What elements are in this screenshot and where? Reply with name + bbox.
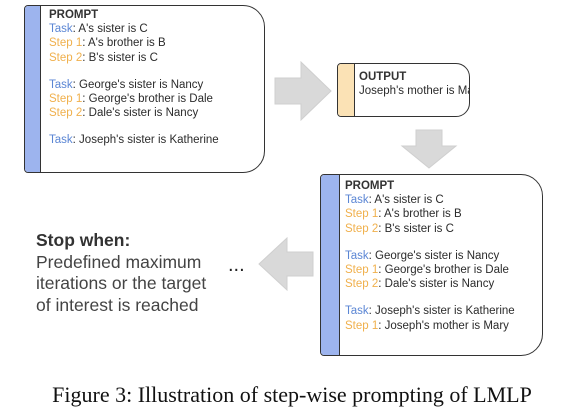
line-text: : Dale's sister is Nancy [82,107,199,120]
line-text: : A's sister is C [368,194,444,207]
step-line: Step 1: A's brother is B [49,36,219,50]
step-line: Step 2: B's sister is C [49,51,219,65]
group-spacer [345,236,515,249]
line-text: : George's brother is Dale [82,93,213,106]
line-text: : George's sister is Nancy [368,249,500,262]
task-line: Task: A's sister is C [345,193,515,207]
stop-condition: Stop when: Predefined maximum iterations… [36,230,236,316]
step-line: Step 1: George's brother is Dale [49,92,219,106]
line-text: : A's brother is B [82,37,166,50]
step-label: Step 2 [49,51,83,64]
stop-title: Stop when: [36,230,131,250]
step-line: Step 1: Joseph's mother is Mary [345,319,515,333]
task-label: Task [345,305,369,318]
arrow-down-icon [400,129,458,169]
line-text: : George's sister is Nancy [72,78,204,91]
stop-line: Predefined maximum [36,251,202,272]
prompt-header: PROMPT [345,180,395,192]
line-text: : A's sister is C [72,23,148,36]
output-header: OUTPUT [359,71,407,83]
line-text: : George's brother is Dale [378,264,509,277]
line-text: : B's sister is C [378,222,454,235]
task-line: Task: A's sister is C [49,22,219,36]
task-line: Task: Joseph's sister is Katherine [345,304,515,318]
step-label: Step 1 [49,37,83,50]
output-color-bar [338,64,355,116]
line-text: : A's brother is B [378,208,462,221]
output-card: OUTPUT Joseph's mother is Mary [337,63,470,117]
step-label: Step 2 [345,278,379,291]
line-text: : Joseph's sister is Katherine [72,134,219,147]
task-label: Task [49,78,73,91]
group-spacer [345,291,515,304]
task-label: Task [49,23,73,36]
task-label: Task [345,194,369,207]
step-label: Step 2 [49,107,83,120]
prompt-color-bar [321,175,340,355]
stop-line: iterations or the target [36,273,207,293]
prompt-color-bar [25,6,41,172]
group-spacer [49,120,219,133]
output-content: OUTPUT Joseph's mother is Mary [359,70,469,98]
task-label: Task [345,249,369,262]
line-text: : Joseph's mother is Mary [378,319,509,332]
step-label: Step 1 [345,264,379,277]
step-line: Step 2: Dale's sister is Nancy [345,277,515,291]
step-label: Step 1 [345,319,379,332]
arrow-left-icon [258,236,314,292]
step-line: Step 1: George's brother is Dale [345,263,515,277]
task-line: Task: George's sister is Nancy [345,249,515,263]
step-label: Step 1 [345,208,379,221]
step-label: Step 1 [49,93,83,106]
prompt-header: PROMPT [49,9,99,21]
figure-caption: Figure 3: Illustration of step-wise prom… [52,382,532,407]
stop-line: of interest is reached [36,294,199,315]
step-label: Step 2 [345,222,379,235]
step-line: Step 2: B's sister is C [345,222,515,236]
task-line: Task: Joseph's sister is Katherine [49,133,219,147]
step-line: Step 1: A's brother is B [345,207,515,221]
ellipsis: ... [228,254,245,276]
line-text: : B's sister is C [82,51,158,64]
arrow-right-icon [274,60,332,122]
group-spacer [49,65,219,78]
task-label: Task [49,134,73,147]
task-line: Task: George's sister is Nancy [49,78,219,92]
output-text: Joseph's mother is Mary [359,85,469,98]
line-text: : Joseph's sister is Katherine [368,305,515,318]
step-line: Step 2: Dale's sister is Nancy [49,106,219,120]
line-text: : Dale's sister is Nancy [378,278,495,291]
